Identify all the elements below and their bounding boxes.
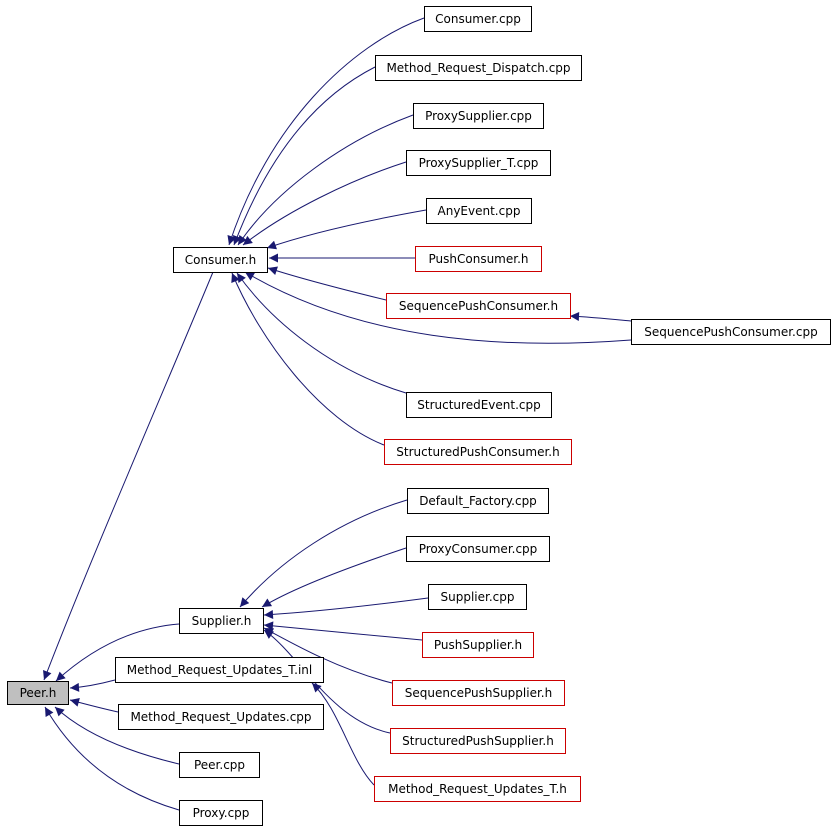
node-seqpushconsumer-cpp[interactable]: SequencePushConsumer.cpp <box>631 319 831 345</box>
node-label: Supplier.cpp <box>441 590 515 604</box>
edge-supplier_cpp-to-supplier_h <box>263 597 429 619</box>
node-box <box>428 584 527 610</box>
node-default-factory-cpp[interactable]: Default_Factory.cpp <box>407 488 549 514</box>
node-box <box>406 392 552 418</box>
node-mru-cpp[interactable]: Method_Request_Updates.cpp <box>118 704 324 730</box>
node-box <box>390 728 566 754</box>
node-label: SequencePushConsumer.h <box>399 299 558 313</box>
node-peer-cpp[interactable]: Peer.cpp <box>179 752 260 778</box>
edge-seqpushconsumer_cpp-to-consumer_h <box>244 271 632 344</box>
edges-layer <box>43 17 632 811</box>
node-box <box>424 6 532 32</box>
node-label: Consumer.h <box>185 253 257 267</box>
node-label: Peer.h <box>20 686 57 700</box>
node-label: Method_Request_Updates_T.inl <box>127 663 312 677</box>
node-box <box>115 657 324 683</box>
node-label: Method_Request_Dispatch.cpp <box>386 61 570 75</box>
node-anyevent-cpp[interactable]: AnyEvent.cpp <box>426 198 532 224</box>
edge-peer_cpp-to-peer_h <box>54 706 180 765</box>
node-label: Consumer.cpp <box>435 12 521 26</box>
node-box <box>406 536 550 562</box>
node-label: StructuredPushSupplier.h <box>402 734 554 748</box>
node-seqpushsupplier-h[interactable]: SequencePushSupplier.h <box>392 680 565 706</box>
node-box <box>173 247 268 273</box>
node-label: Supplier.h <box>192 614 252 628</box>
edge-mru_t_inl-to-peer_h <box>69 679 116 692</box>
node-label: StructuredEvent.cpp <box>417 398 540 412</box>
edge-mru_t_h-to-mru_t_inl <box>311 682 375 786</box>
node-supplier-h[interactable]: Supplier.h <box>179 608 264 634</box>
nodes-layer: Peer.h Consumer.hSupplier.h Consumer.cppMe… <box>7 6 831 826</box>
node-box <box>384 439 572 465</box>
edge-proxyconsumer_cpp-to-supplier_h <box>261 547 407 608</box>
edge-seqpushconsumer_cpp-to-seqpushconsumer_h <box>569 311 632 322</box>
node-label: Peer.cpp <box>194 758 245 772</box>
node-consumer-h[interactable]: Consumer.h <box>173 247 268 273</box>
node-box <box>406 150 551 176</box>
node-mrd-cpp[interactable]: Method_Request_Dispatch.cpp <box>375 55 582 81</box>
edge-mrd_cpp-to-consumer_h <box>232 66 376 246</box>
node-label: Proxy.cpp <box>193 806 250 820</box>
node-label: PushConsumer.h <box>429 252 529 266</box>
node-box <box>386 293 571 319</box>
node-box <box>179 800 263 826</box>
edge-proxy_cpp-to-peer_h <box>44 706 180 811</box>
node-pushconsumer-h[interactable]: PushConsumer.h <box>415 246 542 272</box>
edge-seqpushconsumer_h-to-consumer_h <box>267 266 387 301</box>
node-label: ProxySupplier_T.cpp <box>419 156 539 170</box>
node-box <box>179 608 264 634</box>
node-box <box>415 246 542 272</box>
node-consumer-cpp[interactable]: Consumer.cpp <box>424 6 532 32</box>
node-structuredevent-cpp[interactable]: StructuredEvent.cpp <box>406 392 552 418</box>
node-label: PushSupplier.h <box>434 638 522 652</box>
node-pushsupplier-h[interactable]: PushSupplier.h <box>422 632 534 658</box>
node-proxy-cpp[interactable]: Proxy.cpp <box>179 800 263 826</box>
node-mru-t-h[interactable]: Method_Request_Updates_T.h <box>374 776 581 802</box>
node-box <box>7 681 69 705</box>
edge-proxysupplier_cpp-to-consumer_h <box>237 114 414 246</box>
node-label: Default_Factory.cpp <box>419 494 537 508</box>
node-proxysupplier-cpp[interactable]: ProxySupplier.cpp <box>413 103 544 129</box>
node-label: SequencePushSupplier.h <box>405 686 552 700</box>
node-mru-t-inl[interactable]: Method_Request_Updates_T.inl <box>115 657 324 683</box>
edge-anyevent_cpp-to-consumer_h <box>266 209 427 250</box>
node-box <box>392 680 565 706</box>
node-box <box>179 752 260 778</box>
node-label: Method_Request_Updates.cpp <box>130 710 311 724</box>
node-box <box>375 55 582 81</box>
node-label: SequencePushConsumer.cpp <box>644 325 817 339</box>
edge-pushsupplier_h-to-supplier_h <box>263 621 423 641</box>
node-seqpushconsumer-h[interactable]: SequencePushConsumer.h <box>386 293 571 319</box>
node-label: AnyEvent.cpp <box>438 204 521 218</box>
node-box <box>422 632 534 658</box>
node-label: Method_Request_Updates_T.h <box>388 782 567 796</box>
node-proxysupplier-t-cpp[interactable]: ProxySupplier_T.cpp <box>406 150 551 176</box>
edge-structpushconsumer_h-to-consumer_h <box>231 272 385 446</box>
node-label: StructuredPushConsumer.h <box>396 445 559 459</box>
edge-supplier_h-to-peer_h <box>55 623 180 682</box>
node-box <box>426 198 532 224</box>
node-box <box>413 103 544 129</box>
node-structpushconsumer-h[interactable]: StructuredPushConsumer.h <box>384 439 572 465</box>
edge-consumer_cpp-to-consumer_h <box>227 17 425 246</box>
edge-consumer_h-to-peer_h <box>43 271 214 681</box>
node-peer-h[interactable]: Peer.h <box>7 681 69 705</box>
edge-default_factory_cpp-to-supplier_h <box>239 499 408 608</box>
edge-proxysupplier_t_cpp-to-consumer_h <box>242 161 407 246</box>
edge-mru_cpp-to-peer_h <box>69 697 119 713</box>
node-box <box>407 488 549 514</box>
node-box <box>374 776 581 802</box>
node-structpushsupplier-h[interactable]: StructuredPushSupplier.h <box>390 728 566 754</box>
node-proxyconsumer-cpp[interactable]: ProxyConsumer.cpp <box>406 536 550 562</box>
node-label: ProxySupplier.cpp <box>425 109 532 123</box>
edge-structuredevent_cpp-to-consumer_h <box>236 272 407 394</box>
node-box <box>118 704 324 730</box>
node-supplier-cpp[interactable]: Supplier.cpp <box>428 584 527 610</box>
node-label: ProxyConsumer.cpp <box>419 542 538 556</box>
node-box <box>631 319 831 345</box>
